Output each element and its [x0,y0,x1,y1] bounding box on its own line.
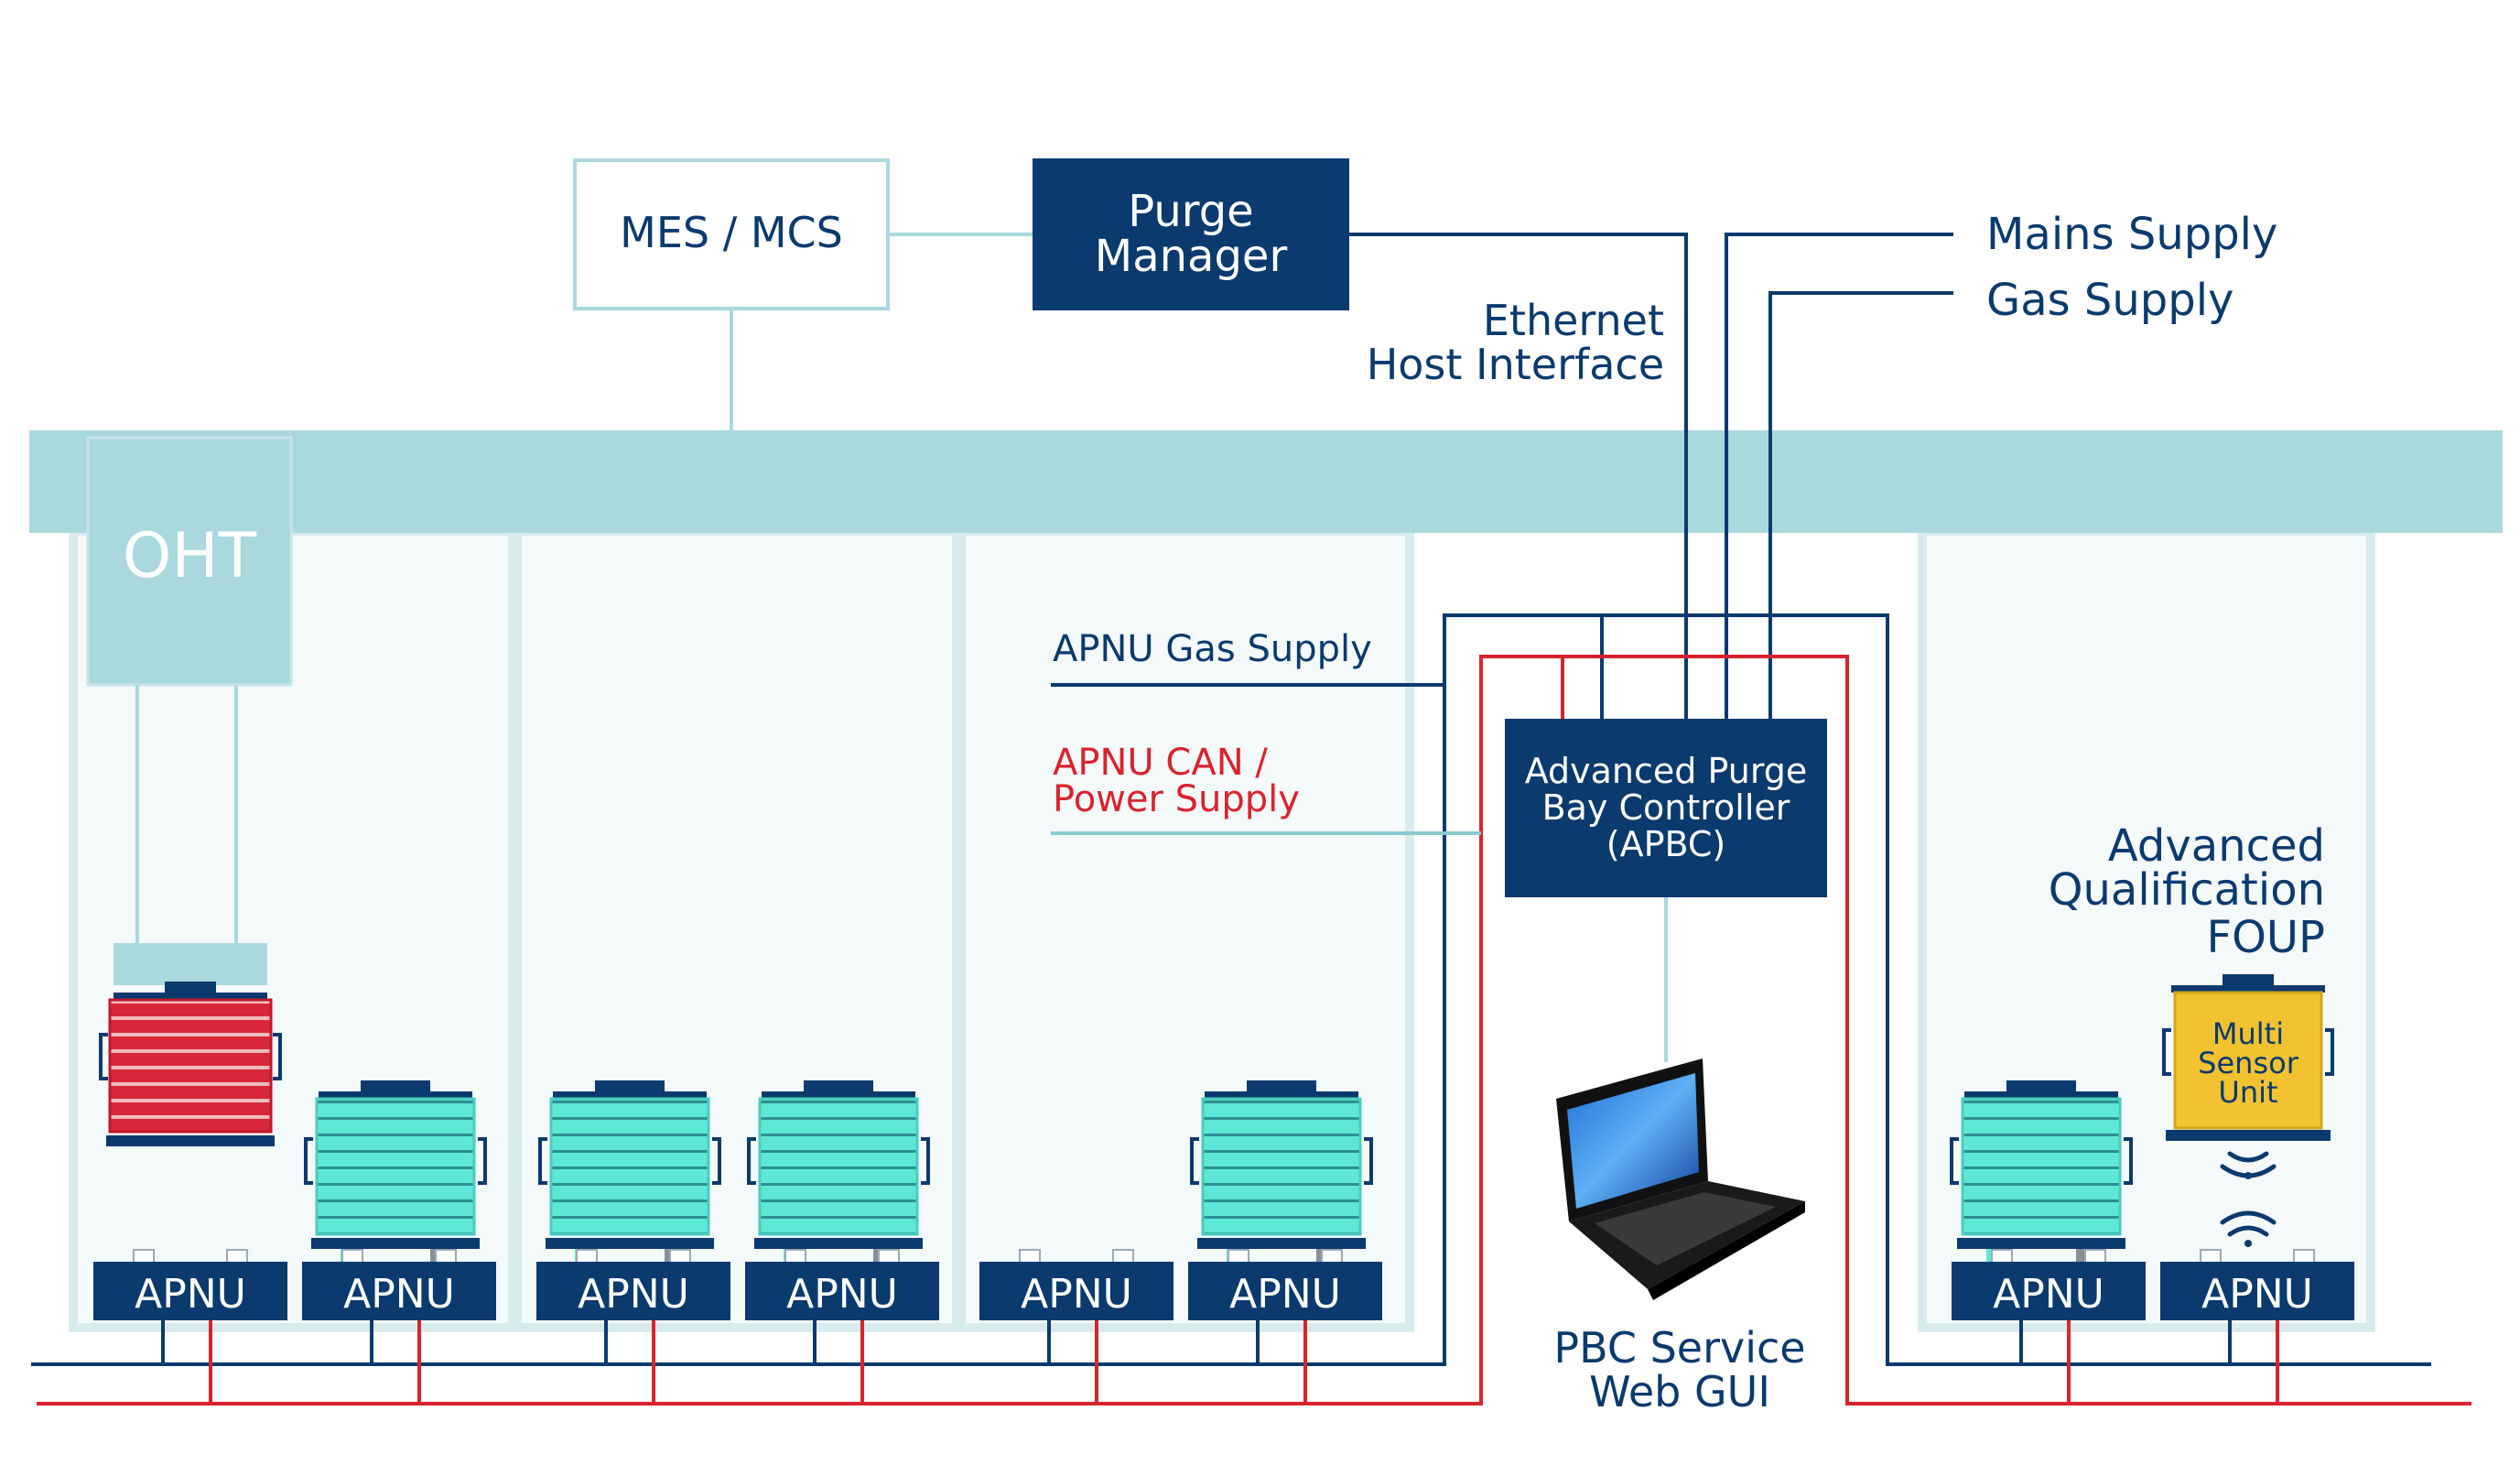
aqf-label-line3: FOUP [2207,912,2325,963]
mains-supply-label: Mains Supply [1986,209,2277,260]
red-lines [37,655,2471,1405]
apnu-can-label-line2: Power Supply [1053,778,1300,820]
aqf-label-line2: Qualification [2049,864,2325,916]
apbc-label-line3: (APBC) [1606,824,1726,864]
apnu-can-label-line1: APNU CAN / [1053,742,1268,784]
apnu-label: APNU [1229,1271,1341,1318]
foup-group [304,1080,2133,1262]
msu-label-line3: Unit [2218,1075,2277,1110]
apnu-label: APNU [343,1271,455,1318]
apnu-unit: APNU [93,1249,287,1404]
apnu-label: APNU [578,1271,689,1318]
foup-icon [1190,1080,1373,1262]
oht-vehicle [86,436,293,687]
oht-label: OHT [123,520,257,592]
apnu-label: APNU [2201,1271,2313,1318]
apnu-unit: APNU [1952,1249,2146,1404]
apnu-unit: APNU [1188,1249,1382,1404]
foup-icon [304,1080,487,1262]
apnu-label: APNU [786,1271,898,1318]
foup-icon [538,1080,721,1262]
navy-lines [31,233,2431,1366]
gas-supply-label: Gas Supply [1986,275,2233,326]
ethernet-label-line2: Host Interface [1367,340,1664,389]
mes-mcs-label: MES / MCS [620,208,843,257]
apbc-label-line2: Bay Controller [1542,787,1790,828]
apnu-unit: APNU [2160,1249,2354,1404]
apbc-box [1505,719,1827,897]
foup-icon [747,1080,930,1262]
apbc-label-line1: Advanced Purge [1525,751,1808,791]
foup-icon [99,982,282,1146]
apnu-unit: APNU [979,1249,1173,1404]
oht-rail [29,430,2503,533]
pbc-label-line1: PBC Service [1553,1323,1805,1373]
wireless-signal-icon [2220,1151,2277,1247]
aqf-label-line1: Advanced [2108,820,2325,872]
apnu-label: APNU [1993,1271,2104,1318]
laptop-icon [1556,1058,1805,1300]
apnu-group: APNU APNU APNU APNU APNU APNU APNU APNU [93,1249,2354,1404]
pbc-label-line2: Web GUI [1589,1367,1770,1416]
purge-manager-label-line2: Manager [1095,231,1288,282]
aq-foup-icon [2162,974,2334,1141]
apnu-unit: APNU [302,1249,496,1404]
msu-label-line2: Sensor [2198,1046,2299,1080]
msu-label-line1: Multi [2212,1016,2284,1051]
apnu-gas-supply-label: APNU Gas Supply [1053,628,1372,670]
apnu-unit: APNU [745,1249,939,1404]
light-connectors [730,233,1033,430]
purge-manager-label-line1: Purge [1128,186,1253,237]
ethernet-label-line1: Ethernet [1483,296,1664,345]
oht-gripper [114,943,267,985]
apnu-label: APNU [1021,1271,1132,1318]
apnu-unit: APNU [536,1249,730,1404]
purge-manager-box [1033,158,1349,310]
foup-icon [1950,1080,2133,1262]
apnu-label: APNU [135,1271,246,1318]
oht-hoist-cables [135,685,238,943]
